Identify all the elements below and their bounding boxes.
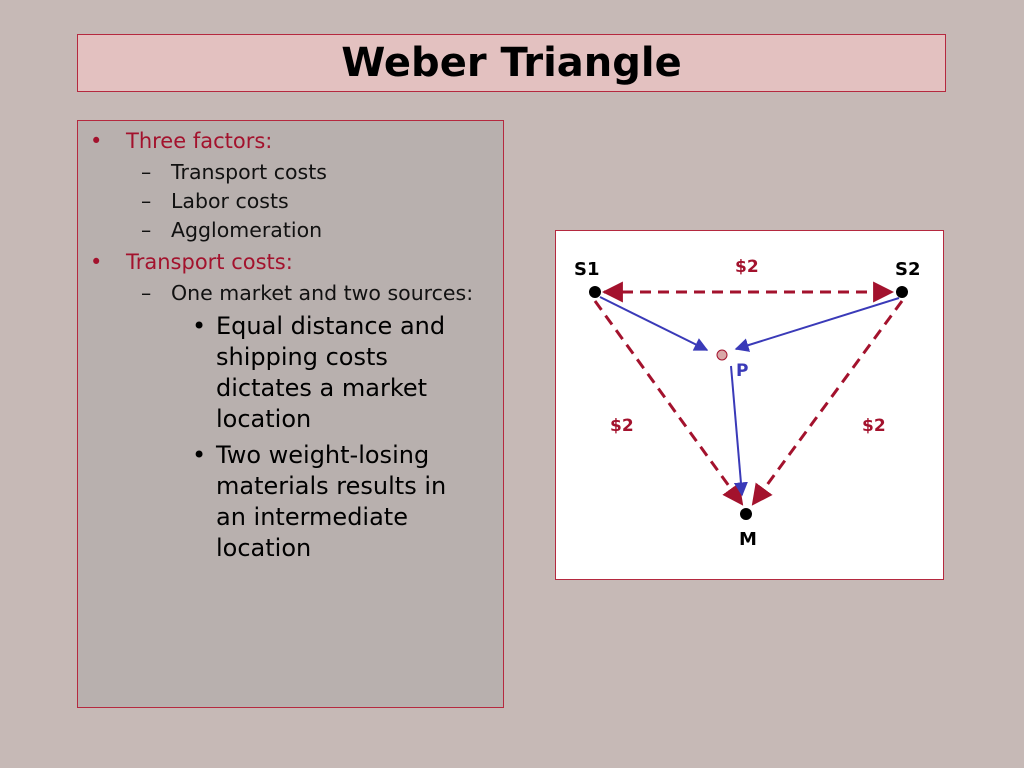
edge-s1-m: [593, 300, 744, 506]
cost-top: $2: [735, 257, 759, 277]
title-box: Weber Triangle: [77, 34, 946, 92]
point-weight-losing: • Two weight-losing materials results in…: [78, 440, 503, 564]
bullet-transport-costs: • Transport costs:: [78, 247, 503, 277]
node-s2: [896, 286, 908, 298]
point-label: Two weight-losing materials results in a…: [216, 441, 447, 562]
edge-s2-m: [751, 300, 904, 506]
cost-left: $2: [610, 416, 634, 436]
label-s2: S2: [895, 259, 921, 280]
subitem-label: One market and two sources:: [171, 281, 474, 305]
node-p: [716, 349, 728, 361]
subitem-label: Labor costs: [171, 189, 289, 213]
bullet-list: • Three factors: – Transport costs – Lab…: [78, 121, 503, 564]
node-s1: [589, 286, 601, 298]
dash-mark: –: [141, 160, 152, 184]
cost-right: $2: [862, 416, 886, 436]
subitem-one-market: – One market and two sources:: [78, 281, 503, 306]
weber-diagram: S1 S2 M P $2 $2 $2: [555, 230, 944, 580]
node-m: [740, 508, 752, 520]
bullet-dot: •: [90, 250, 103, 274]
dash-mark: –: [141, 218, 152, 242]
point-label: Equal distance and shipping costs dictat…: [216, 312, 446, 433]
bullet-dot: •: [192, 441, 207, 469]
dash-mark: –: [141, 189, 152, 213]
label-p: P: [736, 361, 748, 381]
bullet-dot: •: [192, 312, 207, 340]
bullet-label: Transport costs:: [126, 250, 293, 274]
subitem-label: Agglomeration: [171, 218, 323, 242]
label-m: M: [739, 529, 757, 550]
dash-mark: –: [141, 281, 152, 305]
arrow-p-m: [730, 365, 748, 497]
subitem-agglomeration: – Agglomeration: [78, 218, 503, 243]
slide-title: Weber Triangle: [341, 40, 682, 86]
bullet-three-factors: • Three factors:: [78, 126, 503, 156]
weber-triangle-svg: S1 S2 M P $2 $2 $2: [574, 257, 921, 550]
point-equal-distance: • Equal distance and shipping costs dict…: [78, 311, 503, 435]
content-box: • Three factors: – Transport costs – Lab…: [77, 120, 504, 708]
subitem-label: Transport costs: [171, 160, 327, 184]
subitem-labor-costs: – Labor costs: [78, 189, 503, 214]
bullet-label: Three factors:: [126, 129, 273, 153]
arrow-s2-p: [734, 297, 900, 352]
bullet-dot: •: [90, 129, 103, 153]
subitem-transport-costs: – Transport costs: [78, 160, 503, 185]
arrow-s1-p: [599, 296, 709, 351]
label-s1: S1: [574, 259, 600, 280]
